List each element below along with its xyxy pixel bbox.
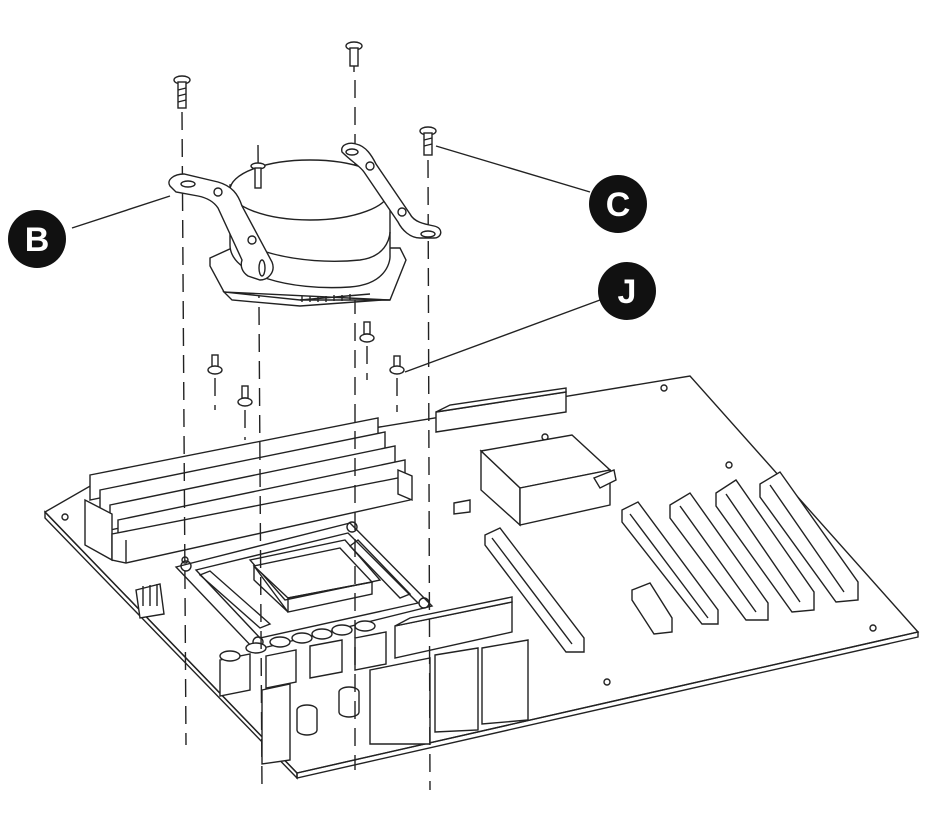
retention-bracket [168,142,442,281]
expansion-slots [453,469,859,653]
standoff-1 [207,354,223,375]
screw-pump [250,162,266,189]
callout-j-label: J [618,273,637,311]
pin-header [135,583,165,619]
callout-c-badge [589,175,647,233]
callout-b-badge [8,210,66,268]
screws [173,41,437,407]
callout-j: J [598,262,656,320]
callout-b: B [8,210,66,268]
standoff-3 [359,321,375,343]
vrm-components [219,596,529,765]
leader-lines [71,145,601,373]
standoff-4 [389,355,405,375]
callout-j-badge [598,262,656,320]
screw-top-left [173,75,191,109]
pump-vent-marks [301,294,351,302]
screw-c [419,126,437,156]
memory-modules [84,417,413,564]
chipset-heatsink [479,434,612,527]
callout-b-label: B [25,221,50,259]
standoff-2 [237,385,253,407]
cpu-socket [174,521,434,651]
screw-top-center [345,41,363,72]
callout-c: C [589,175,647,233]
rear-io-connector [435,387,567,433]
callout-c-label: C [606,186,631,224]
